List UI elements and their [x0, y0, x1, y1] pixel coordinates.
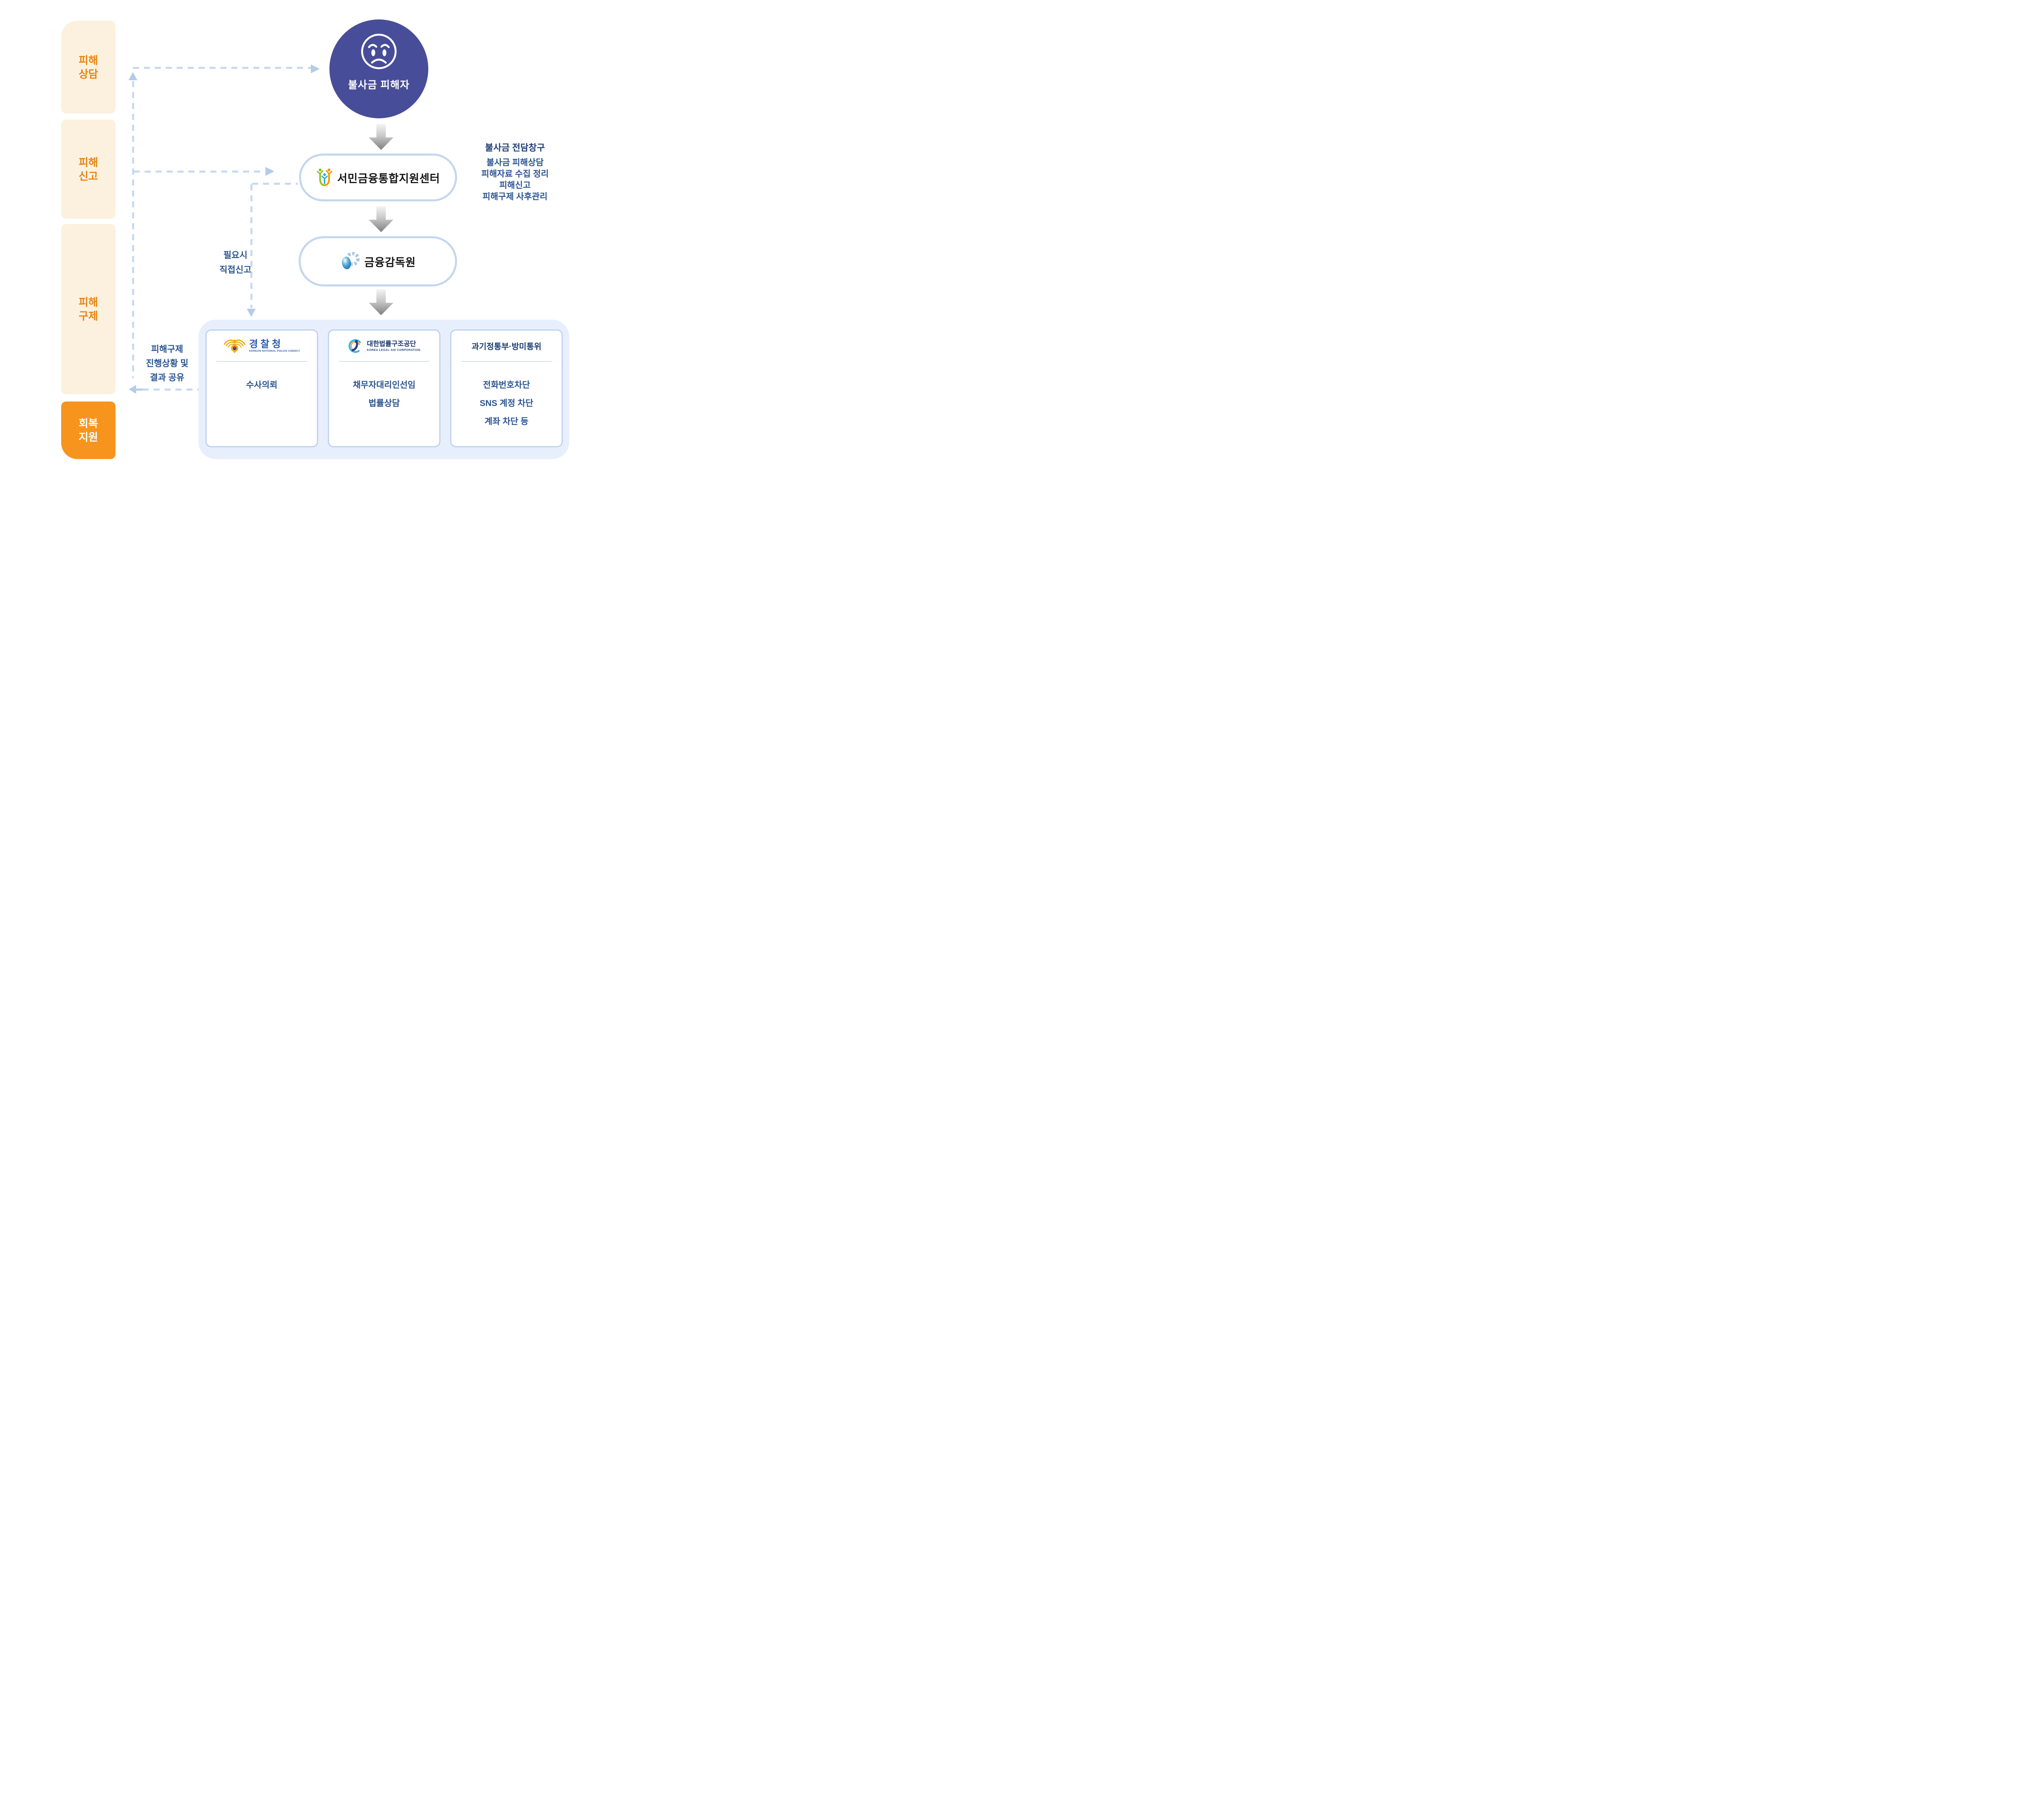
dashed-line-consult-to-victim: [133, 67, 311, 69]
agency-name: 과기정통부·방미통위: [471, 342, 542, 351]
flow-arrow-down-1-icon: [369, 124, 393, 150]
agency-eng-name: KOREAN NATIONAL POLICE AGENCY: [249, 350, 300, 352]
flow-arrow-down-3-icon: [369, 289, 393, 315]
police-card-body: 수사의뢰: [207, 362, 317, 391]
card-divider: [339, 361, 430, 362]
desk-item: 불사금 피해상담: [486, 158, 544, 167]
victim-label: 불사금 피해자: [348, 79, 410, 91]
legal-aid-card-header: 대한법률구조공단 KOREA LEGAL AID CORPORATION: [329, 331, 439, 361]
dedicated-desk-title: 불사금 전담창구: [485, 143, 545, 153]
eagle-emblem-logo: [223, 339, 246, 353]
police-card-titles: 경찰청 KOREAN NATIONAL POLICE AGENCY: [249, 339, 300, 353]
support-center-node: 서민금융통합지원센터: [299, 154, 457, 201]
dashed-line-feedback-vertical: [132, 81, 134, 378]
agency-card-legal-aid: 대한법률구조공단 KOREA LEGAL AID CORPORATION 채무자…: [328, 329, 440, 447]
arrowhead-down-direct-report-icon: [247, 309, 256, 317]
people-figures-logo: [317, 168, 333, 186]
legal-aid-card-titles: 대한법률구조공단 KOREA LEGAL AID CORPORATION: [367, 340, 420, 352]
result-share-stub: [136, 388, 143, 391]
sphere-starburst-logo: [342, 252, 360, 269]
agency-card-police: 경찰청 KOREAN NATIONAL POLICE AGENCY 수사의뢰: [205, 329, 318, 447]
agency-task: 수사의뢰: [246, 380, 278, 390]
agency-task: 법률상담: [368, 399, 400, 408]
dedicated-desk-info: 불사금 전담창구 불사금 피해상담 피해자료 수집 정리 피해신고 피해구제 사…: [469, 143, 561, 203]
ministries-card-body: 전화번호차단 SNS 계정 차단 계좌 차단 등: [451, 362, 562, 428]
arrowhead-left-result-share-icon: [129, 385, 136, 394]
card-divider: [461, 361, 552, 362]
card-divider: [216, 361, 307, 362]
agency-card-ministries: 과기정통부·방미통위 전화번호차단 SNS 계정 차단 계좌 차단 등: [450, 329, 563, 447]
agency-name: 대한법률구조공단: [367, 340, 416, 348]
fss-node: 금융감독원: [299, 236, 457, 286]
flow-arrow-down-2-icon: [369, 206, 393, 232]
desk-item: 피해구제 사후관리: [482, 192, 548, 201]
legal-aid-card-body: 채무자대리인선임 법률상담: [329, 362, 439, 410]
agency-eng-name: KOREA LEGAL AID CORPORATION: [367, 348, 421, 352]
arrowhead-right-to-center-icon: [265, 167, 274, 176]
fss-name: 금융감독원: [364, 256, 416, 269]
police-card-header: 경찰청 KOREAN NATIONAL POLICE AGENCY: [207, 331, 317, 361]
arrowhead-up-feedback-icon: [128, 72, 137, 80]
dashed-line-direct-report-vertical: [250, 184, 252, 308]
victim-node: 불사금 피해자: [329, 19, 428, 118]
agency-task: 계좌 차단 등: [484, 417, 529, 426]
desk-item: 피해신고: [499, 181, 531, 190]
agency-task: SNS 계정 차단: [479, 399, 534, 408]
dashed-line-report-to-center: [134, 170, 265, 173]
dashed-line-result-share: [143, 388, 199, 391]
agency-name: 경찰청: [249, 339, 283, 350]
ministries-card-header: 과기정통부·방미통위: [451, 331, 562, 361]
desk-item: 피해자료 수집 정리: [481, 169, 549, 179]
agency-task: 전화번호차단: [483, 380, 530, 390]
dashed-line-direct-report-horizontal: [252, 182, 298, 185]
arrowhead-right-to-victim-icon: [311, 64, 320, 73]
sad-face-icon: [361, 34, 397, 69]
agency-task: 채무자대리인선임: [353, 380, 416, 390]
person-circle-logo: [348, 339, 363, 353]
support-center-name: 서민금융통합지원센터: [337, 172, 440, 185]
